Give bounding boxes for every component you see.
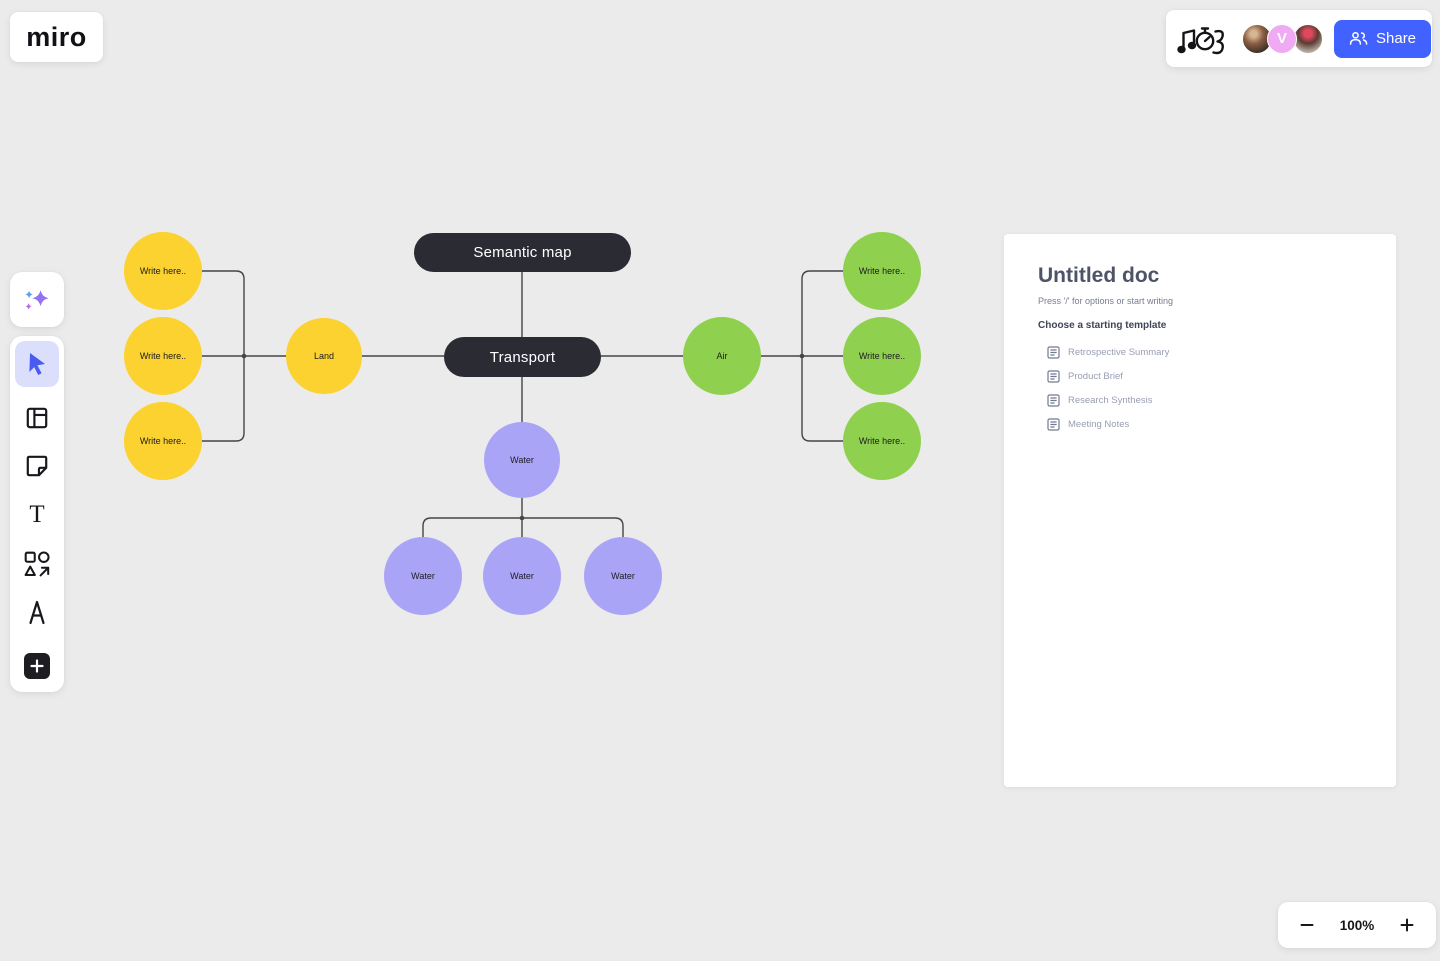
node-water-child-2[interactable]: Water [483,537,561,615]
share-button[interactable]: Share [1334,19,1432,58]
pen-tool[interactable] [19,594,55,630]
text-tool-icon: T [29,500,45,528]
doc-title[interactable]: Untitled doc [1038,264,1160,287]
node-land-child-2[interactable]: Write here.. [124,317,202,395]
sticky-note-tool[interactable] [19,448,55,484]
doc-panel[interactable]: Untitled doc Press '/' for options or st… [1004,234,1396,787]
avatar[interactable]: V [1267,23,1297,54]
zoom-control: 100% [1278,902,1436,948]
node-water[interactable]: Water [484,422,560,498]
minus-icon [1300,924,1314,926]
avatar[interactable] [1293,23,1323,54]
add-tool-button[interactable] [24,653,50,679]
node-air-child-2[interactable]: Write here.. [843,317,921,395]
text-tool[interactable]: T [19,496,55,532]
node-semantic-map[interactable]: Semantic map [414,233,631,272]
ai-assist-button[interactable] [10,272,64,327]
node-transport[interactable]: Transport [444,337,601,377]
document-icon [1047,417,1060,431]
zoom-level[interactable]: 100% [1339,917,1375,933]
pen-icon [29,600,45,625]
collaboration-bar: V Share [1166,10,1432,67]
template-item-label: Meeting Notes [1068,418,1130,430]
doc-hint: Press '/' for options or start writing [1038,296,1173,306]
shapes-tool[interactable] [19,546,55,582]
templates-tool[interactable] [19,400,55,436]
node-water-child-3[interactable]: Water [584,537,662,615]
template-item-label: Research Synthesis [1068,394,1153,406]
node-air-child-1[interactable]: Write here.. [843,232,921,310]
template-item-retrospective-summary[interactable]: Retrospective Summary [1038,340,1366,364]
zoom-out-button[interactable] [1296,914,1318,936]
plus-icon [30,659,44,673]
template-item-research-synthesis[interactable]: Research Synthesis [1038,388,1366,412]
template-item-label: Retrospective Summary [1068,346,1170,358]
node-air-child-3[interactable]: Write here.. [843,402,921,480]
node-land-child-1[interactable]: Write here.. [124,232,202,310]
document-icon [1047,393,1060,407]
template-item-label: Product Brief [1068,370,1123,382]
layout-icon [26,407,48,429]
sticky-note-icon [26,455,48,477]
node-land[interactable]: Land [286,318,362,394]
select-tool[interactable] [15,341,59,387]
share-button-label: Share [1376,30,1417,47]
people-icon [1349,31,1368,45]
main-toolbar: T [10,336,64,692]
templates-heading: Choose a starting template [1038,320,1167,331]
document-icon [1047,369,1060,383]
miro-logo[interactable]: miro [10,12,103,62]
document-icon [1047,345,1060,359]
node-land-child-3[interactable]: Write here.. [124,402,202,480]
shapes-icon [24,551,50,577]
template-item-product-brief[interactable]: Product Brief [1038,364,1366,388]
node-water-child-1[interactable]: Water [384,537,462,615]
plus-icon [1400,918,1414,932]
avatar-initial: V [1276,30,1287,47]
template-item-meeting-notes[interactable]: Meeting Notes [1038,412,1366,436]
node-air[interactable]: Air [683,317,761,395]
zoom-in-button[interactable] [1396,914,1418,936]
avatar-group: V [1242,23,1323,54]
music-timer-doodle-icon[interactable] [1175,19,1227,59]
template-list: Retrospective Summary Product Brief Rese… [1038,340,1366,436]
sparkles-icon [25,289,49,310]
miro-logo-text: miro [26,21,87,52]
cursor-icon [29,353,45,375]
